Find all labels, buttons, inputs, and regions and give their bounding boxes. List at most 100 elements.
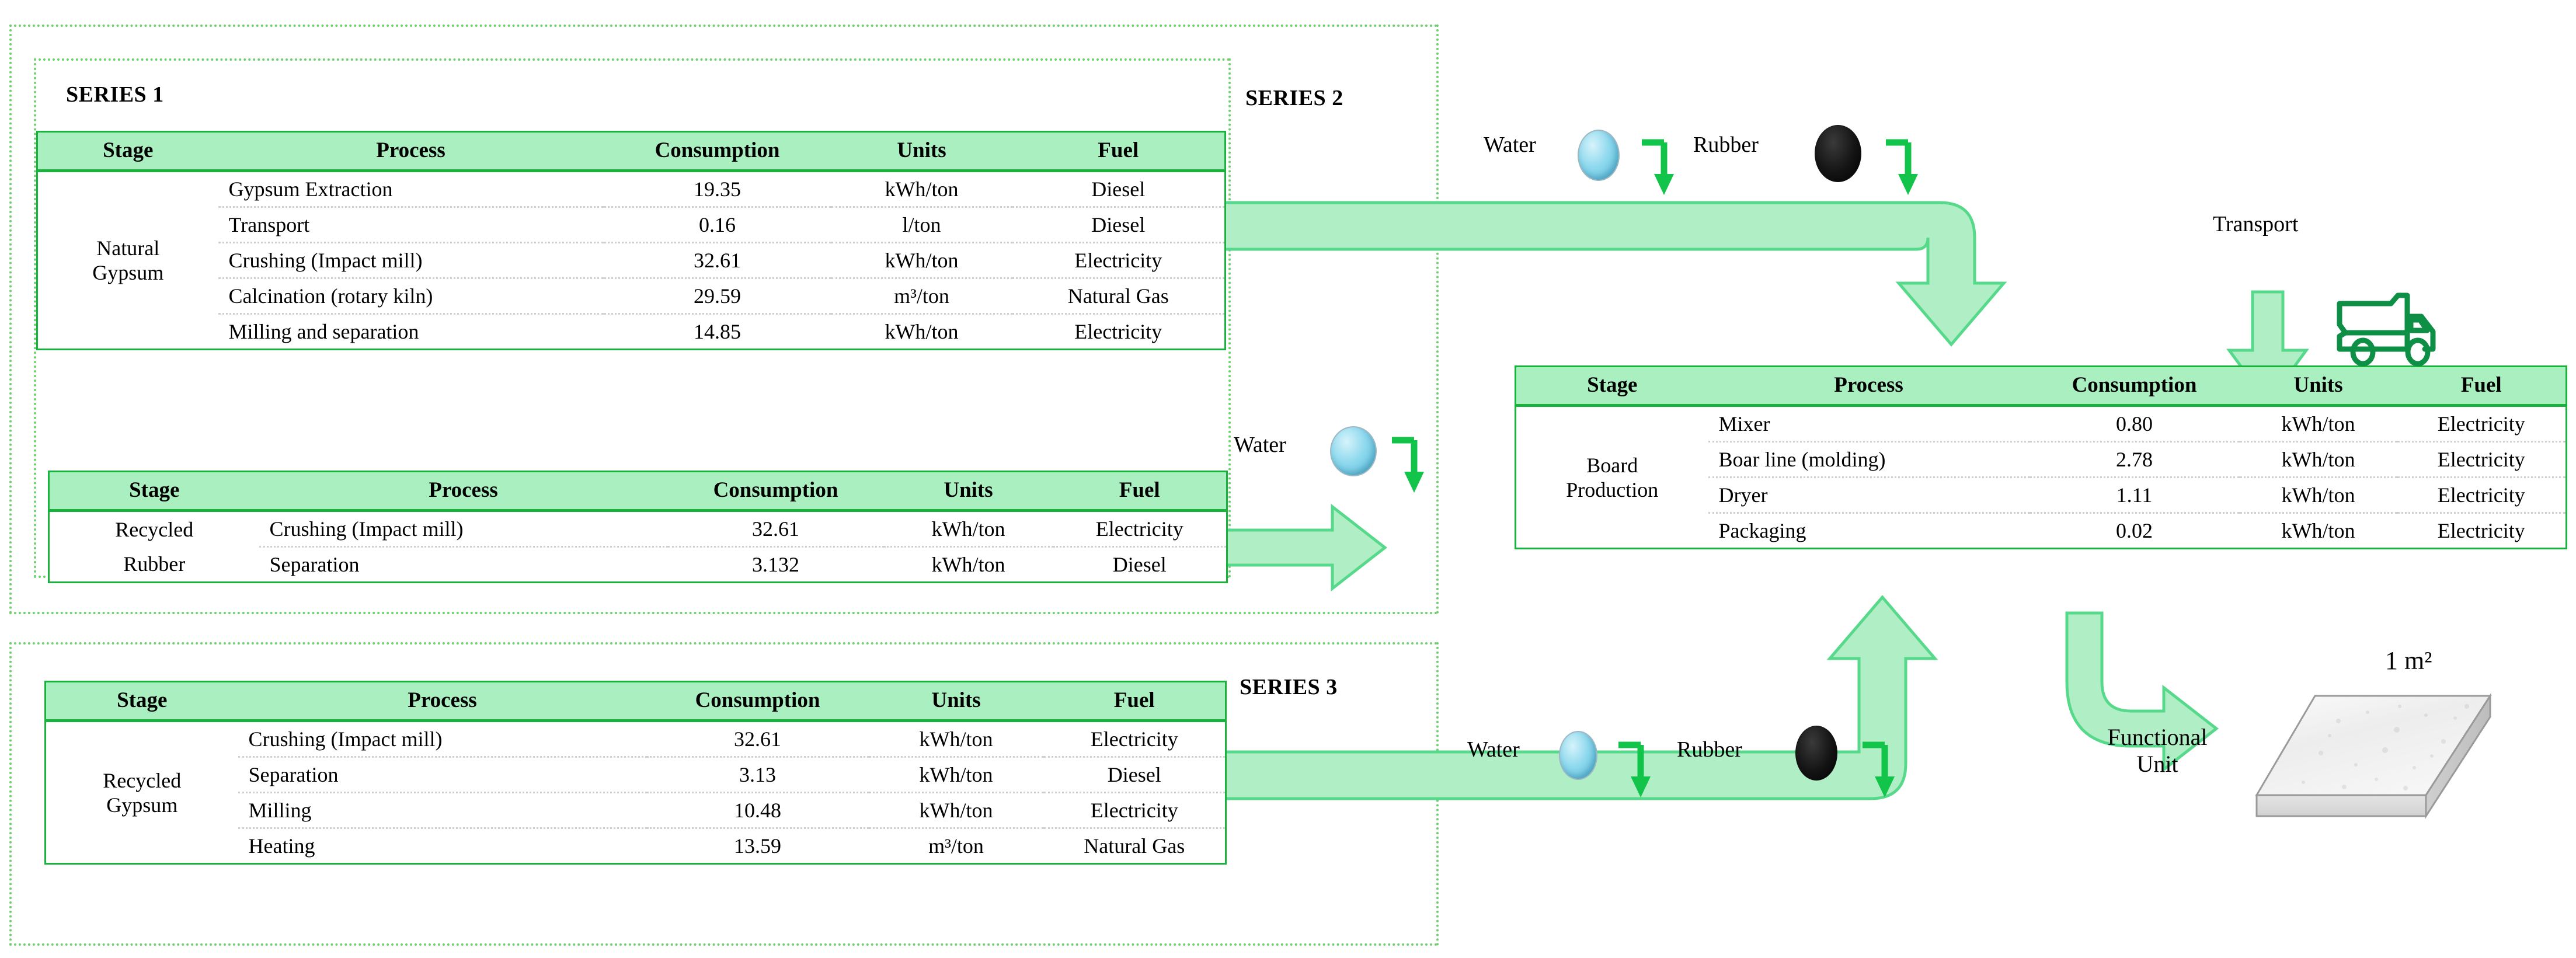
table-row: Board Production Mixer 0.80 kWh/ton Elec… [1515, 405, 2567, 549]
table-board-production: Stage Process Consumption Units Fuel Boa… [1515, 365, 2567, 549]
units-cell: m³/ton [831, 278, 1012, 315]
units-cell: kWh/ton [2239, 477, 2397, 514]
water-droplet-icon [1559, 731, 1597, 780]
table-row: Recycled Crushing (Impact mill) 32.61 kW… [48, 510, 1227, 548]
fuel-cell: Electricity [2397, 477, 2567, 514]
rubber-bottom-label: Rubber [1677, 737, 1742, 762]
stage-cell: Recycled [48, 510, 259, 547]
table-row: Dryer 1.11 kWh/ton Electricity [1516, 477, 2567, 514]
col-header-fuel: Fuel [2397, 366, 2567, 407]
consumption-cell: 14.85 [603, 313, 831, 350]
consumption-cell: 0.16 [603, 207, 831, 243]
rubber-pellet-icon [1815, 125, 1861, 182]
fuel-cell: Diesel [1053, 546, 1227, 583]
units-cell: kWh/ton [2239, 513, 2397, 549]
table-row: Recycled Gypsum Crushing (Impact mill) 3… [45, 720, 1226, 864]
process-cell: Milling and separation [218, 313, 604, 350]
transport-label: Transport [2213, 212, 2299, 236]
stage-cell: Natural Gypsum [37, 170, 218, 350]
units-cell: kWh/ton [868, 757, 1044, 793]
col-header-fuel: Fuel [1053, 471, 1227, 512]
fuel-cell: Electricity [1012, 242, 1226, 279]
col-header-fuel: Fuel [1012, 131, 1226, 172]
area-label: 1 m² [2385, 646, 2432, 675]
fuel-cell: Electricity [2397, 405, 2567, 443]
units-cell: kWh/ton [2239, 441, 2397, 478]
units-cell: kWh/ton [868, 720, 1044, 758]
process-cell: Separation [259, 546, 668, 583]
col-header-consumption: Consumption [603, 131, 831, 172]
fuel-cell: Natural Gas [1012, 278, 1226, 315]
rubber-top-hook-arrow [1886, 139, 1918, 195]
rubber-top-label: Rubber [1693, 133, 1759, 157]
consumption-cell: 10.48 [646, 792, 869, 829]
table-natural-gypsum: Stage Process Consumption Units Fuel Nat… [36, 131, 1226, 350]
col-header-stage: Stage [48, 471, 259, 512]
table-row: Milling 10.48 kWh/ton Electricity [46, 792, 1226, 829]
table-row: Transport 0.16 l/ton Diesel [37, 207, 1226, 243]
stage-line-2: Gypsum [92, 261, 164, 284]
stage-line-1: Board [1586, 453, 1638, 477]
units-cell: m³/ton [868, 828, 1044, 864]
process-cell: Transport [218, 207, 604, 243]
col-header-consumption: Consumption [2029, 366, 2240, 407]
water-mid-label: Water [1234, 433, 1286, 457]
table-header-row: Stage Process Consumption Units Fuel [1515, 366, 2567, 407]
consumption-cell: 0.02 [2029, 513, 2240, 549]
table-header-row: Stage Process Consumption Units Fuel [48, 471, 1227, 512]
table-row: Heating 13.59 m³/ton Natural Gas [46, 828, 1226, 864]
water-mid-hook-arrow [1392, 437, 1424, 493]
fuel-cell: Electricity [1053, 510, 1227, 548]
process-cell: Heating [238, 828, 647, 864]
units-cell: kWh/ton [831, 170, 1012, 208]
table-header-row: Stage Process Consumption Units Fuel [45, 681, 1226, 722]
stage-cell: Rubber [48, 546, 259, 583]
table-row: Crushing (Impact mill) 32.61 kWh/ton Ele… [37, 242, 1226, 279]
fuel-cell: Diesel [1043, 757, 1226, 793]
table-row: Calcination (rotary kiln) 29.59 m³/ton N… [37, 278, 1226, 315]
col-header-fuel: Fuel [1043, 681, 1226, 722]
units-cell: kWh/ton [883, 510, 1053, 548]
process-cell: Separation [238, 757, 647, 793]
consumption-cell: 0.80 [2029, 405, 2240, 443]
consumption-cell: 19.35 [603, 170, 831, 208]
consumption-cell: 3.13 [646, 757, 869, 793]
units-cell: kWh/ton [883, 546, 1053, 583]
process-cell: Mixer [1708, 405, 2030, 443]
consumption-cell: 32.61 [646, 720, 869, 758]
table-row: Milling and separation 14.85 kWh/ton Ele… [37, 313, 1226, 350]
process-cell: Dryer [1708, 477, 2030, 514]
functional-unit-line-1: Functional [2107, 724, 2208, 750]
water-top-hook-arrow [1642, 139, 1674, 195]
process-cell: Crushing (Impact mill) [218, 242, 604, 279]
fuel-cell: Electricity [2397, 441, 2567, 478]
stage-line-1: Recycled [103, 768, 182, 792]
process-cell: Boar line (molding) [1708, 441, 2030, 478]
fuel-cell: Natural Gas [1043, 828, 1226, 864]
units-cell: kWh/ton [831, 242, 1012, 279]
col-header-process: Process [259, 471, 668, 512]
fuel-cell: Diesel [1012, 207, 1226, 243]
units-cell: kWh/ton [831, 313, 1012, 350]
consumption-cell: 29.59 [603, 278, 831, 315]
units-cell: kWh/ton [868, 792, 1044, 829]
water-top-label: Water [1484, 133, 1536, 157]
series2-label: SERIES 2 [1245, 86, 1343, 110]
consumption-cell: 32.61 [667, 510, 884, 548]
process-cell: Crushing (Impact mill) [238, 720, 647, 758]
functional-unit-line-2: Unit [2136, 751, 2178, 777]
fuel-cell: Electricity [2397, 513, 2567, 549]
col-header-process: Process [218, 131, 604, 172]
rubber-pellet-icon [1795, 726, 1837, 781]
fuel-cell: Electricity [1012, 313, 1226, 350]
col-header-units: Units [868, 681, 1044, 722]
series3-label: SERIES 3 [1240, 675, 1338, 699]
process-cell: Milling [238, 792, 647, 829]
truck-icon [2337, 292, 2436, 367]
col-header-stage: Stage [45, 681, 238, 722]
col-header-stage: Stage [1515, 366, 1708, 407]
col-header-process: Process [1708, 366, 2030, 407]
gypsum-board-icon [2255, 692, 2492, 820]
col-header-units: Units [883, 471, 1053, 512]
process-cell: Calcination (rotary kiln) [218, 278, 604, 315]
